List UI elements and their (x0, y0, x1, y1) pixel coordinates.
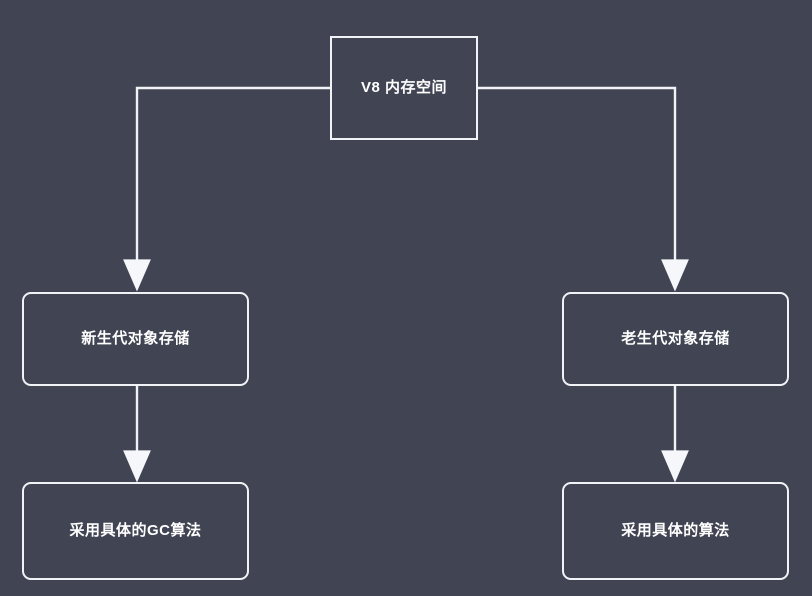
arrowhead-young-to-young-gc (123, 450, 151, 483)
arrowhead-old-to-old-gc (661, 450, 689, 483)
node-label: 采用具体的GC算法 (69, 522, 202, 540)
node-old-gc-algorithm[interactable]: 采用具体的算法 (562, 482, 789, 580)
node-old-generation-storage[interactable]: 老生代对象存储 (562, 292, 789, 386)
node-young-generation-storage[interactable]: 新生代对象存储 (22, 292, 249, 386)
node-label: 采用具体的算法 (621, 522, 730, 540)
edge-root-to-old (476, 86, 677, 264)
arrowhead-root-to-young (123, 259, 151, 292)
node-label: V8 内存空间 (360, 79, 447, 97)
node-v8-memory-space[interactable]: V8 内存空间 (330, 36, 478, 140)
node-label: 老生代对象存储 (621, 330, 730, 348)
node-young-gc-algorithm[interactable]: 采用具体的GC算法 (22, 482, 249, 580)
arrowhead-root-to-old (661, 259, 689, 292)
node-label: 新生代对象存储 (81, 330, 190, 348)
edge-root-to-young (135, 86, 332, 264)
